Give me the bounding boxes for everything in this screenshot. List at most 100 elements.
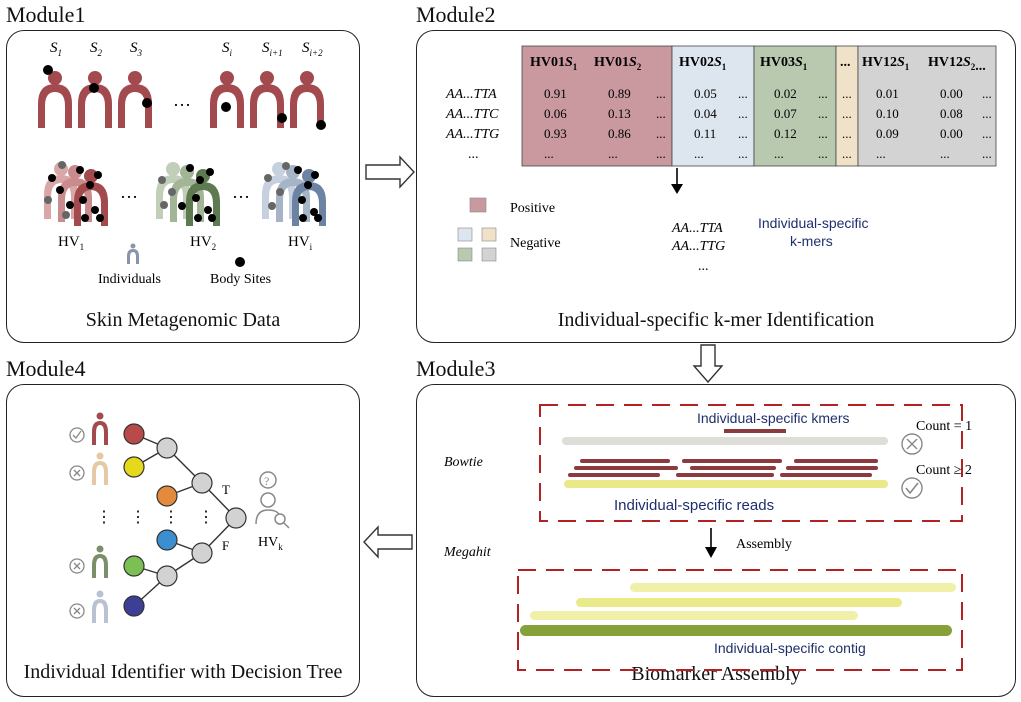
legend-individuals: Individuals bbox=[98, 272, 161, 287]
module4-panel: Individual Identifier with Decision Tree bbox=[6, 384, 360, 697]
sample-label-3: S3 bbox=[130, 40, 143, 58]
table-cell: ... bbox=[656, 126, 666, 141]
arrow-m1-to-m2 bbox=[365, 155, 415, 189]
table-cell: 0.08 bbox=[940, 106, 963, 121]
col-header-6: HV12S2... bbox=[928, 55, 986, 74]
count2-label: Count ≥ 2 bbox=[916, 463, 972, 478]
accept-icon bbox=[901, 477, 923, 499]
vdots-1: ⋮ bbox=[96, 509, 112, 526]
table-cell: 0.00 bbox=[940, 86, 963, 101]
table-cell: 0.09 bbox=[876, 126, 899, 141]
legend-individual-icon bbox=[127, 243, 139, 264]
assembly-label: Assembly bbox=[736, 537, 792, 552]
hv-group-i bbox=[262, 162, 326, 226]
table-cell: ... bbox=[982, 86, 992, 101]
tree-node-internal-1 bbox=[156, 437, 178, 459]
result-label-2: k-mers bbox=[790, 233, 833, 249]
table-cell: 0.07 bbox=[774, 106, 797, 121]
top-row-ellipsis: … bbox=[173, 90, 191, 110]
table-cell: 0.12 bbox=[774, 126, 797, 141]
table-cell: ... bbox=[818, 86, 828, 101]
table-cell: ... bbox=[774, 146, 784, 161]
hv-group-2 bbox=[156, 162, 220, 226]
tree-node-internal-2 bbox=[191, 472, 213, 494]
result-kmer-1: AA...TTA bbox=[671, 221, 723, 236]
vdots-3: ⋮ bbox=[163, 509, 179, 526]
tree-node-leaf-4 bbox=[156, 529, 178, 551]
contig-label: Individual-specific contig bbox=[714, 640, 866, 656]
result-label-1: Individual-specific bbox=[758, 215, 869, 231]
table-cell: ... bbox=[818, 106, 828, 121]
module4-title: Module4 bbox=[6, 356, 86, 381]
table-cell: 0.10 bbox=[876, 106, 899, 121]
table-cell: 0.01 bbox=[876, 86, 899, 101]
hv-ellipsis-1: … bbox=[120, 182, 138, 202]
false-label: F bbox=[222, 538, 229, 553]
module2-content: HV01S1 HV01S2 HV02S1 HV03S1 ... HV12S1 H… bbox=[445, 45, 997, 274]
hv-ellipsis-2: … bbox=[232, 182, 250, 202]
table-cell: 0.02 bbox=[774, 86, 797, 101]
module3-caption: Biomarker Assembly bbox=[631, 663, 801, 685]
vdots-4: ⋮ bbox=[198, 509, 214, 526]
table-cell: 0.04 bbox=[694, 106, 717, 121]
table-cell: ... bbox=[982, 126, 992, 141]
table-cell: ... bbox=[738, 86, 748, 101]
table-cell: 0.11 bbox=[694, 126, 716, 141]
tree-leaves bbox=[123, 423, 178, 617]
module3-panel: Biomarker Assembly bbox=[416, 384, 1016, 697]
table-cell: ... bbox=[842, 106, 852, 121]
count1-label: Count = 1 bbox=[916, 419, 972, 434]
reject-icon bbox=[901, 433, 923, 455]
query-question: ? bbox=[264, 474, 269, 488]
table-cell: ... bbox=[738, 126, 748, 141]
kmers-label: Individual-specific kmers bbox=[697, 410, 850, 426]
arrow-m3-to-m4 bbox=[363, 525, 413, 559]
table-cell: 0.13 bbox=[608, 106, 631, 121]
table-cell: ... bbox=[738, 146, 748, 161]
sample-label-2: S2 bbox=[90, 40, 103, 58]
tree-node-internal-3 bbox=[191, 542, 213, 564]
tree-node-leaf-3 bbox=[156, 485, 178, 507]
tree-node-leaf-1 bbox=[123, 423, 145, 445]
col-header-dots: ... bbox=[840, 55, 851, 70]
hv-label-i: HVi bbox=[288, 234, 313, 252]
table-cell: ... bbox=[940, 146, 950, 161]
legend-positive: Positive bbox=[510, 201, 555, 216]
tree-node-root bbox=[225, 507, 247, 529]
col-header-3: HV02S1 bbox=[679, 55, 727, 72]
col-header-1: HV01S1 bbox=[530, 55, 578, 72]
hv-label-1: HV1 bbox=[58, 234, 84, 252]
table-cell: ... bbox=[656, 146, 666, 161]
table-cell: 0.93 bbox=[544, 126, 567, 141]
module4-caption: Individual Identifier with Decision Tree bbox=[23, 661, 343, 683]
table-cell: ... bbox=[656, 86, 666, 101]
query-label: HVk bbox=[258, 535, 283, 552]
row-label-2: AA...TTC bbox=[445, 107, 499, 122]
table-cell: ... bbox=[544, 146, 554, 161]
true-label: T bbox=[222, 482, 230, 497]
row-label-4: ... bbox=[468, 147, 479, 162]
vdots-2: ⋮ bbox=[130, 509, 146, 526]
table-cell: 0.00 bbox=[940, 126, 963, 141]
module3-content: Bowtie Megahit Individual-specific kmers… bbox=[443, 404, 972, 671]
result-kmer-2: AA...TTG bbox=[671, 239, 725, 254]
tree-node-leaf-6 bbox=[123, 595, 145, 617]
hv-label-2: HV2 bbox=[190, 234, 216, 252]
table-cell: 0.06 bbox=[544, 106, 567, 121]
table-cell: 0.05 bbox=[694, 86, 717, 101]
table-cell: 0.91 bbox=[544, 86, 567, 101]
col-header-2: HV01S2 bbox=[594, 55, 642, 72]
legend-negative: Negative bbox=[510, 236, 561, 251]
table-cell: ... bbox=[656, 106, 666, 121]
row-label-3: AA...TTG bbox=[445, 127, 499, 142]
table-cell: ... bbox=[842, 126, 852, 141]
module4-content: ⋮ ⋮ ⋮ ⋮ T F bbox=[69, 412, 290, 623]
bowtie-label: Bowtie bbox=[444, 455, 483, 470]
table-cell: ... bbox=[876, 146, 886, 161]
table-cell: ... bbox=[842, 146, 852, 161]
arrow-m2-to-m3 bbox=[692, 344, 724, 384]
table-cell: ... bbox=[982, 146, 992, 161]
sample-label-i: Si bbox=[222, 40, 233, 58]
module1-caption: Skin Metagenomic Data bbox=[85, 309, 281, 331]
